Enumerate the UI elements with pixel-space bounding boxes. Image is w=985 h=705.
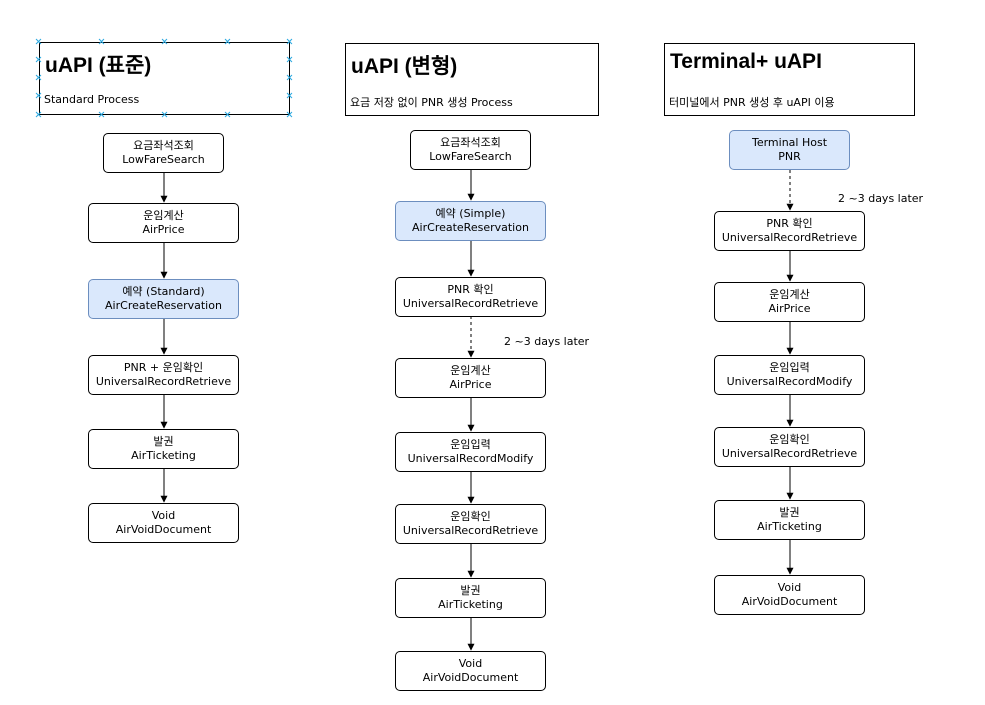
step-label-en: PNR bbox=[778, 150, 801, 163]
step-air-ticketing[interactable]: 발권 AirTicketing bbox=[714, 500, 865, 540]
step-label-ko: 요금좌석조회 bbox=[133, 139, 194, 152]
step-label-en: UniversalRecordModify bbox=[726, 375, 853, 388]
step-label-en: AirVoidDocument bbox=[741, 595, 838, 608]
delay-note: 2 ~3 days later bbox=[504, 335, 590, 348]
column-title: uAPI (표준) bbox=[45, 54, 152, 77]
selection-handle-icon[interactable] bbox=[225, 112, 230, 117]
step-label-en: UniversalRecordRetrieve bbox=[95, 375, 232, 388]
selection-handle-icon[interactable] bbox=[36, 112, 41, 117]
step-label-ko: Terminal Host bbox=[751, 136, 828, 149]
step-label-en: LowFareSearch bbox=[122, 153, 205, 166]
step-label-en: UniversalRecordRetrieve bbox=[402, 297, 539, 310]
header-box-terminal[interactable]: Terminal+ uAPI 터미널에서 PNR 생성 후 uAPI 이용 bbox=[664, 43, 915, 116]
step-universal-record-retrieve[interactable]: PNR + 운임확인 UniversalRecordRetrieve bbox=[88, 355, 239, 395]
selection-handle-icon[interactable] bbox=[36, 93, 41, 98]
step-label-en: AirTicketing bbox=[757, 520, 822, 533]
step-low-fare-search[interactable]: 요금좌석조회 LowFareSearch bbox=[103, 133, 224, 173]
step-label-ko: 운임확인 bbox=[450, 510, 491, 523]
step-air-ticketing[interactable]: 발권 AirTicketing bbox=[88, 429, 239, 469]
step-label-en: AirVoidDocument bbox=[422, 671, 519, 684]
selection-handle-icon[interactable] bbox=[287, 112, 292, 117]
step-label-ko: 예약 (Simple) bbox=[435, 207, 506, 220]
step-universal-record-retrieve[interactable]: PNR 확인 UniversalRecordRetrieve bbox=[395, 277, 546, 317]
step-label-en: UniversalRecordRetrieve bbox=[721, 447, 858, 460]
step-universal-record-retrieve[interactable]: 운임확인 UniversalRecordRetrieve bbox=[395, 504, 546, 544]
step-low-fare-search[interactable]: 요금좌석조회 LowFareSearch bbox=[410, 130, 531, 170]
selection-handle-icon[interactable] bbox=[225, 39, 230, 44]
step-label-ko: Void bbox=[458, 657, 483, 670]
step-air-ticketing[interactable]: 발권 AirTicketing bbox=[395, 578, 546, 618]
step-air-create-reservation[interactable]: 예약 (Simple) AirCreateReservation bbox=[395, 201, 546, 241]
step-label-en: AirTicketing bbox=[438, 598, 503, 611]
selection-handle-icon[interactable] bbox=[162, 112, 167, 117]
selection-handle-icon[interactable] bbox=[287, 93, 292, 98]
step-terminal-host-pnr[interactable]: Terminal Host PNR bbox=[729, 130, 850, 170]
step-air-void-document[interactable]: Void AirVoidDocument bbox=[714, 575, 865, 615]
step-label-ko: PNR 확인 bbox=[766, 217, 813, 230]
column-subtitle: 요금 저장 없이 PNR 생성 Process bbox=[350, 96, 513, 109]
selection-handle-icon[interactable] bbox=[36, 39, 41, 44]
step-label-en: UniversalRecordRetrieve bbox=[721, 231, 858, 244]
step-universal-record-retrieve[interactable]: 운임확인 UniversalRecordRetrieve bbox=[714, 427, 865, 467]
step-label-ko: 발권 bbox=[460, 584, 481, 597]
selection-handle-icon[interactable] bbox=[287, 57, 292, 62]
header-box-standard[interactable]: uAPI (표준) Standard Process bbox=[39, 42, 290, 115]
column-subtitle: Standard Process bbox=[44, 93, 140, 106]
step-label-ko: 운임확인 bbox=[769, 433, 810, 446]
step-air-void-document[interactable]: Void AirVoidDocument bbox=[395, 651, 546, 691]
delay-note: 2 ~3 days later bbox=[838, 192, 924, 205]
selection-handle-icon[interactable] bbox=[287, 39, 292, 44]
step-air-create-reservation[interactable]: 예약 (Standard) AirCreateReservation bbox=[88, 279, 239, 319]
step-label-en: AirCreateReservation bbox=[105, 299, 222, 312]
step-label-en: LowFareSearch bbox=[429, 150, 512, 163]
selection-handle-icon[interactable] bbox=[36, 57, 41, 62]
step-label-en: UniversalRecordModify bbox=[407, 452, 534, 465]
step-universal-record-modify[interactable]: 운임입력 UniversalRecordModify bbox=[395, 432, 546, 472]
step-label-ko: 운임입력 bbox=[769, 361, 810, 374]
selection-handle-icon[interactable] bbox=[99, 112, 104, 117]
step-label-en: AirVoidDocument bbox=[115, 523, 212, 536]
step-label-ko: 운임계산 bbox=[450, 364, 491, 377]
selection-handle-icon[interactable] bbox=[36, 75, 41, 80]
step-label-en: UniversalRecordRetrieve bbox=[402, 524, 539, 537]
step-label-ko: 예약 (Standard) bbox=[122, 285, 205, 298]
step-air-price[interactable]: 운임계산 AirPrice bbox=[714, 282, 865, 322]
step-air-void-document[interactable]: Void AirVoidDocument bbox=[88, 503, 239, 543]
step-air-price[interactable]: 운임계산 AirPrice bbox=[88, 203, 239, 243]
step-label-ko: Void bbox=[151, 509, 176, 522]
step-label-en: AirPrice bbox=[768, 302, 811, 315]
step-label-ko: 발권 bbox=[153, 435, 174, 448]
step-label-ko: PNR + 운임확인 bbox=[123, 361, 204, 374]
step-label-en: AirPrice bbox=[142, 223, 185, 236]
step-universal-record-retrieve[interactable]: PNR 확인 UniversalRecordRetrieve bbox=[714, 211, 865, 251]
step-label-en: AirPrice bbox=[449, 378, 492, 391]
column-subtitle: 터미널에서 PNR 생성 후 uAPI 이용 bbox=[669, 96, 835, 109]
step-label-ko: Void bbox=[777, 581, 802, 594]
step-label-ko: 운임계산 bbox=[769, 288, 810, 301]
step-label-ko: 요금좌석조회 bbox=[440, 136, 501, 149]
selection-handle-icon[interactable] bbox=[162, 39, 167, 44]
step-label-en: AirTicketing bbox=[131, 449, 196, 462]
selection-handle-icon[interactable] bbox=[99, 39, 104, 44]
step-label-en: AirCreateReservation bbox=[412, 221, 529, 234]
step-label-ko: PNR 확인 bbox=[447, 283, 494, 296]
step-label-ko: 발권 bbox=[779, 506, 800, 519]
step-air-price[interactable]: 운임계산 AirPrice bbox=[395, 358, 546, 398]
column-title: Terminal+ uAPI bbox=[670, 50, 822, 73]
step-universal-record-modify[interactable]: 운임입력 UniversalRecordModify bbox=[714, 355, 865, 395]
column-title: uAPI (변형) bbox=[351, 55, 458, 78]
header-box-variant[interactable]: uAPI (변형) 요금 저장 없이 PNR 생성 Process bbox=[345, 43, 599, 116]
step-label-ko: 운임입력 bbox=[450, 438, 491, 451]
selection-handle-icon[interactable] bbox=[287, 75, 292, 80]
step-label-ko: 운임계산 bbox=[143, 209, 184, 222]
